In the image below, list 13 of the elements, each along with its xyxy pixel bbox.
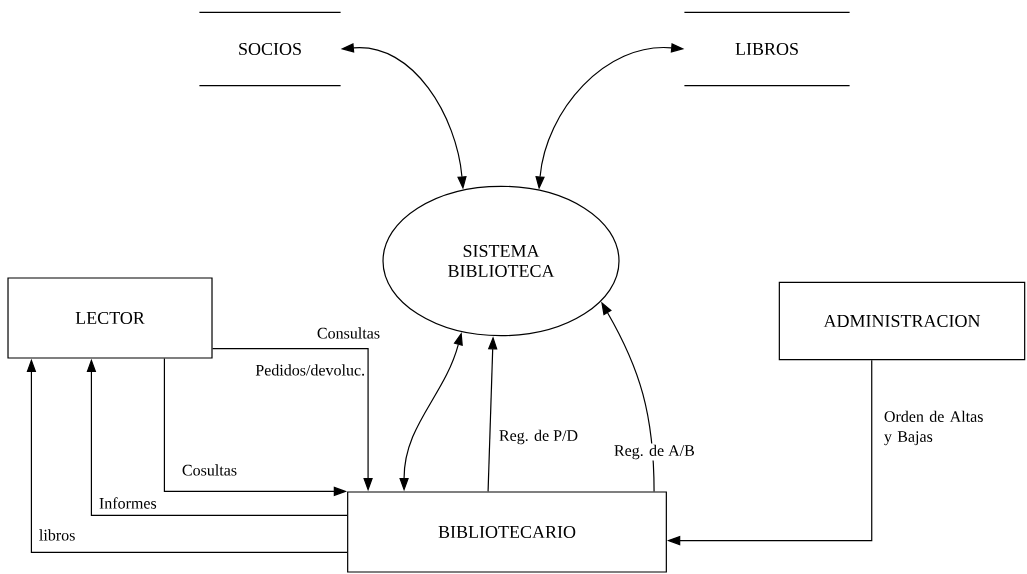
edge-label: Reg. de A/B (612, 443, 697, 461)
edge-label: Informes (97, 495, 159, 511)
entity-box: LECTOR (7, 277, 213, 359)
entity-box: ADMINISTRACION (778, 281, 1026, 361)
edge-label: Orden de Altas y Bajas (882, 409, 992, 447)
edge-label: Cosultas (180, 463, 239, 477)
entity-box: BIBLIOTECARIO (347, 491, 667, 573)
flow-label: Pedidos/devoluc. (254, 363, 367, 377)
data-store: SOCIOS (198, 11, 342, 87)
edge-label: libros (37, 528, 77, 542)
data-store: LIBROS (683, 11, 851, 87)
edge-label: Reg. de P/D (497, 428, 580, 446)
edge-label: Consultas (315, 326, 382, 340)
